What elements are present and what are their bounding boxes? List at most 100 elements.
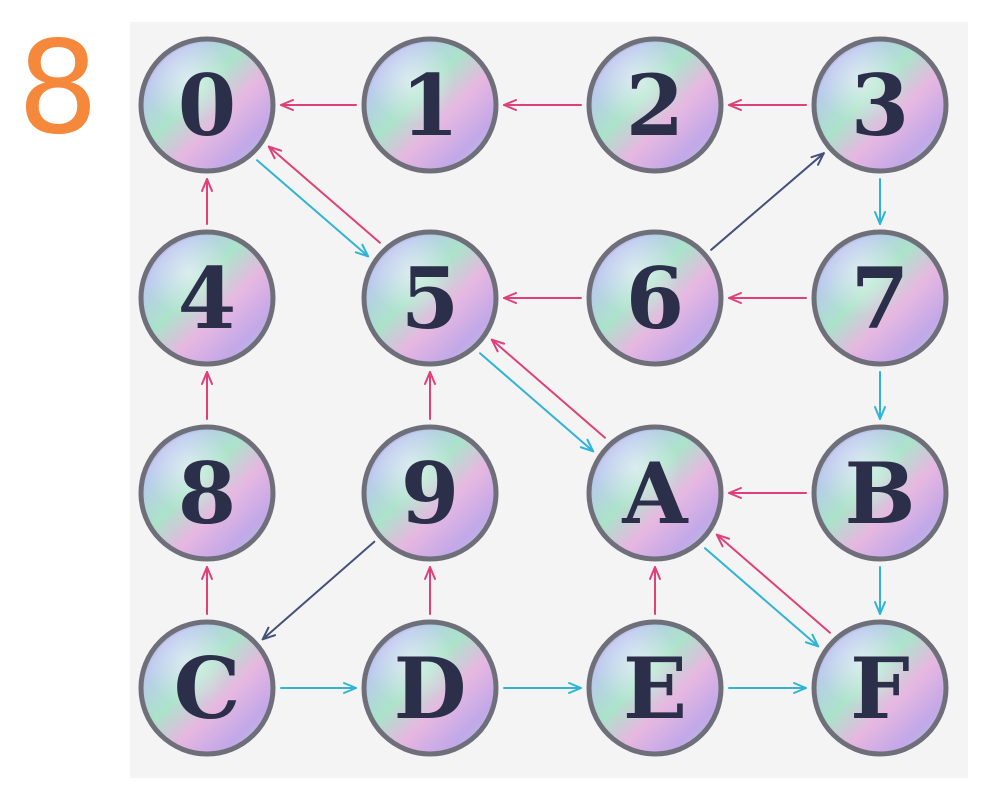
node-label: E (623, 639, 687, 738)
node-label: 8 (178, 444, 236, 543)
arrowhead-icon (810, 152, 825, 166)
node-A: A (586, 424, 724, 562)
arrowhead-icon (728, 487, 742, 499)
edge-5-to-A (479, 352, 595, 453)
arrowhead-icon (728, 99, 742, 111)
edge-F-to-A (715, 533, 831, 634)
arrowhead-icon (728, 292, 742, 304)
node-sheen (145, 236, 269, 360)
arrowhead-icon (579, 438, 595, 453)
node-5: 5 (361, 229, 499, 367)
edge-E-to-A (649, 566, 661, 615)
node-sheen (818, 626, 942, 750)
node-sheen (145, 626, 269, 750)
arrowhead-icon (343, 682, 357, 694)
node-label: 1 (401, 56, 459, 155)
arrowhead-icon (354, 243, 370, 258)
arrowhead-icon (874, 211, 886, 225)
arrowhead-icon (874, 601, 886, 615)
arrowhead-icon (490, 338, 506, 353)
node-label: D (394, 639, 467, 738)
arrowhead-icon (424, 371, 436, 385)
edge-7-to-B (874, 371, 886, 420)
edge-A-to-5 (490, 338, 606, 439)
arrowhead-icon (261, 626, 277, 641)
edge-3-to-7 (874, 178, 886, 225)
edge-6-to-3 (710, 152, 825, 251)
arrowhead-icon (568, 682, 582, 694)
node-7: 7 (811, 229, 949, 367)
arrowhead-icon (424, 566, 436, 580)
arrowhead-icon (649, 566, 661, 580)
node-label: 0 (178, 56, 236, 155)
node-label: 3 (851, 56, 909, 155)
edge-5-to-0 (267, 145, 381, 244)
node-4: 4 (138, 229, 276, 367)
node-9: 9 (361, 424, 499, 562)
node-D: D (361, 619, 499, 757)
node-sheen (368, 43, 492, 167)
node-C: C (138, 619, 276, 757)
edge-B-to-F (874, 566, 886, 615)
edge-2-to-1 (503, 99, 582, 111)
edge-3-to-2 (728, 99, 807, 111)
edge-1-to-0 (280, 99, 357, 111)
edge-9-to-5 (424, 371, 436, 420)
node-label: 4 (178, 249, 236, 348)
arrowhead-icon (793, 682, 807, 694)
edge-6-to-5 (503, 292, 582, 304)
node-sheen (368, 626, 492, 750)
puzzle-number: 8 (17, 14, 98, 163)
node-F: F (811, 619, 949, 757)
arrowhead-icon (804, 633, 820, 648)
nodes-layer: 0 1 2 3 4 5 6 7 8 9 A B C D E F (138, 36, 949, 757)
node-sheen (368, 236, 492, 360)
arrowhead-icon (201, 371, 213, 385)
node-sheen (145, 43, 269, 167)
node-label: B (845, 444, 916, 543)
node-1: 1 (361, 36, 499, 174)
edge-7-to-6 (728, 292, 807, 304)
node-B: B (811, 424, 949, 562)
node-sheen (145, 431, 269, 555)
arrowhead-icon (280, 99, 294, 111)
arrowhead-icon (715, 533, 731, 548)
node-2: 2 (586, 36, 724, 174)
edge-D-to-E (503, 682, 582, 694)
arrowhead-icon (503, 99, 517, 111)
node-sheen (593, 236, 717, 360)
node-label: F (850, 639, 910, 738)
node-label: 6 (626, 249, 684, 348)
edge-4-to-0 (201, 178, 213, 225)
node-sheen (818, 431, 942, 555)
edges-layer (201, 99, 886, 694)
arrowhead-icon (503, 292, 517, 304)
edge-C-to-D (280, 682, 357, 694)
node-3: 3 (811, 36, 949, 174)
node-sheen (818, 43, 942, 167)
node-E: E (586, 619, 724, 757)
edge-9-to-C (261, 540, 376, 641)
node-label: C (174, 639, 241, 738)
node-sheen (593, 626, 717, 750)
arrowhead-icon (267, 145, 283, 160)
node-sheen (593, 43, 717, 167)
node-label: 9 (401, 444, 459, 543)
node-6: 6 (586, 229, 724, 367)
edge-B-to-A (728, 487, 807, 499)
edge-E-to-F (728, 682, 807, 694)
edge-A-to-F (704, 547, 820, 648)
edge-0-to-5 (256, 159, 370, 258)
node-sheen (593, 431, 717, 555)
edge-8-to-4 (201, 371, 213, 420)
node-0: 0 (138, 36, 276, 174)
node-label: 2 (626, 56, 684, 155)
edge-D-to-9 (424, 566, 436, 615)
arrowhead-icon (874, 406, 886, 420)
node-8: 8 (138, 424, 276, 562)
node-sheen (818, 236, 942, 360)
arrowhead-icon (201, 566, 213, 580)
edge-C-to-8 (201, 566, 213, 615)
